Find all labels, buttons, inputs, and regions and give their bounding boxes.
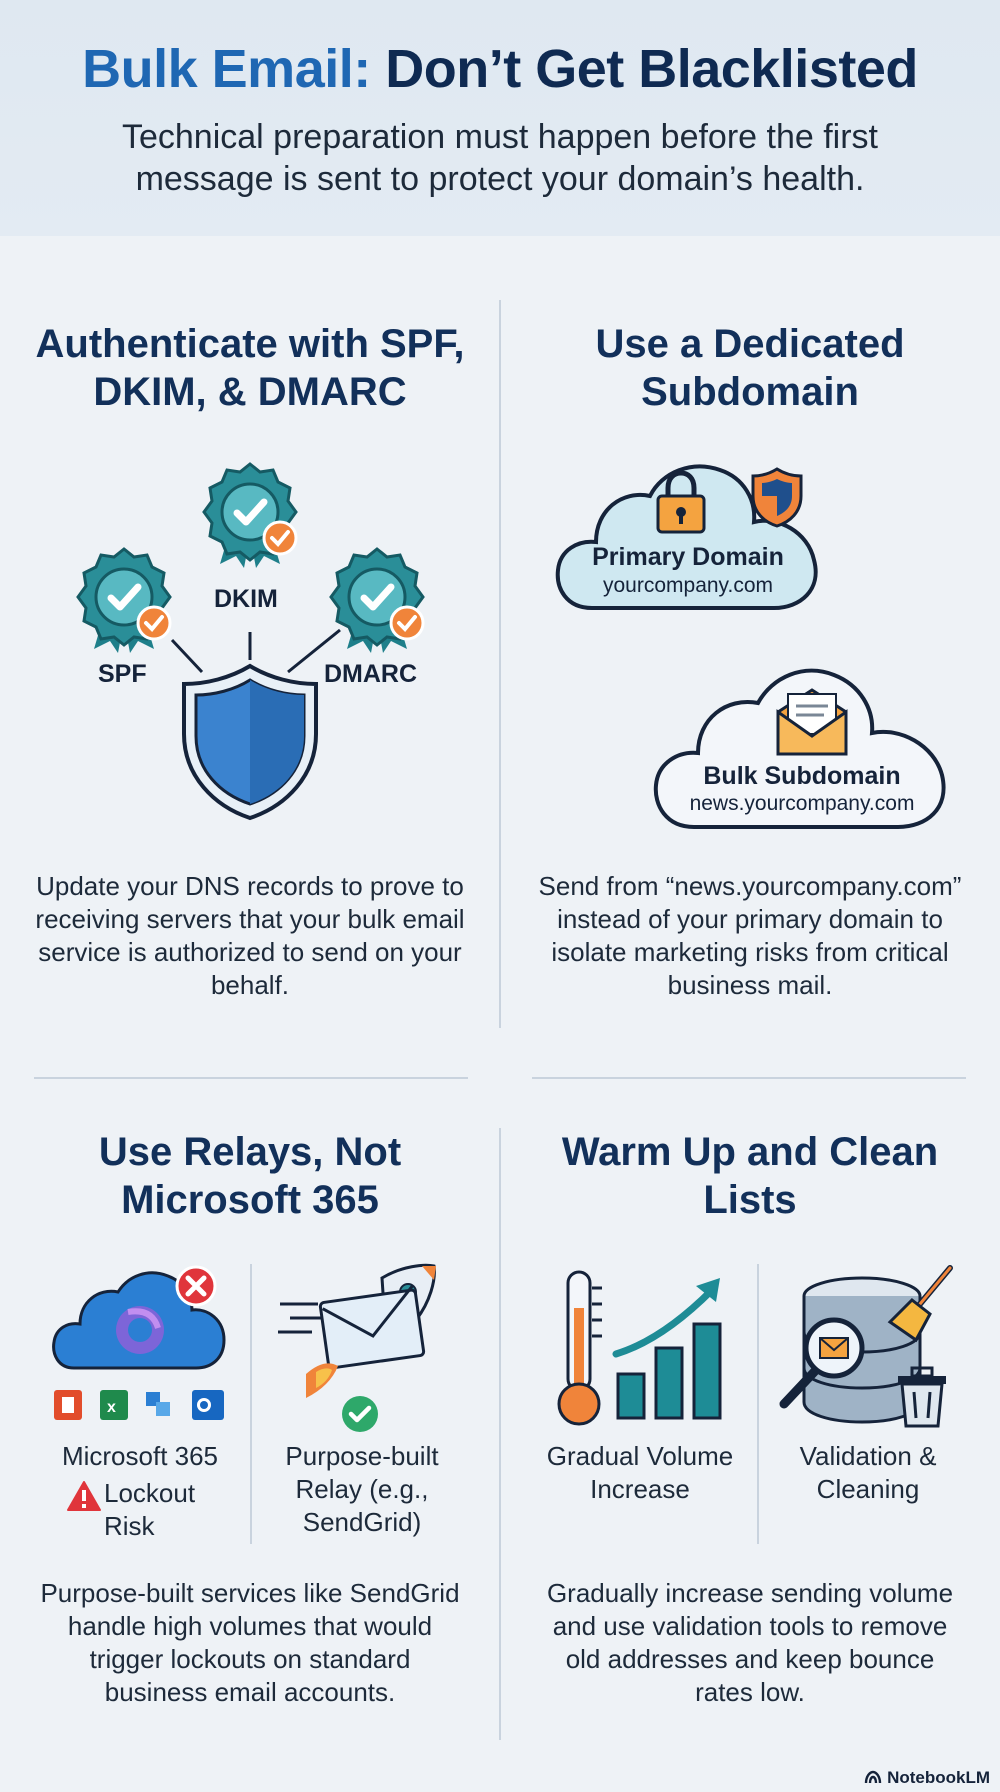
warning-icon — [67, 1481, 101, 1511]
divider-vertical-bottom — [499, 1128, 501, 1740]
section-warmup-title: Warm Up and Clean Lists — [561, 1130, 939, 1222]
connector-lines — [170, 628, 341, 674]
svg-text:x: x — [107, 1399, 116, 1416]
section-subdomain-title: Use a Dedicated Subdomain — [595, 322, 905, 414]
bar-chart-up-icon — [612, 1278, 722, 1420]
divider-warmup-sub — [757, 1264, 759, 1544]
padlock-icon — [656, 470, 706, 534]
header-banner: Bulk Email: Don’t Get Blacklisted Techni… — [0, 0, 1000, 236]
divider-relays-sub — [250, 1264, 252, 1544]
broom-icon — [887, 1265, 953, 1343]
thermometer-icon — [557, 1270, 602, 1426]
bulk-subdomain-url: news.yourcompany.com — [689, 792, 915, 815]
primary-domain-title: Primary Domain — [592, 543, 784, 571]
section-auth-title: Authenticate with SPF, DKIM, & DMARC — [35, 322, 465, 414]
lockout-risk-label: Lockout Risk — [104, 1478, 196, 1541]
title-accent: Bulk Email: — [82, 39, 371, 99]
primary-domain-url: yourcompany.com — [602, 574, 773, 597]
shield-badge-icon — [751, 467, 803, 528]
footer-brand: NotebookLM — [864, 1768, 990, 1788]
divider-horizontal-left — [34, 1077, 468, 1079]
badge-label-dmarc: DMARC — [324, 660, 418, 688]
section-relays-title: Use Relays, Not Microsoft 365 — [98, 1130, 402, 1222]
rosette-check-icon — [329, 547, 425, 653]
badge-label-spf: SPF — [98, 660, 147, 688]
cloud-lock-icon — [555, 464, 818, 610]
notebooklm-logo-icon — [865, 1770, 882, 1784]
divider-vertical-top — [499, 300, 501, 1028]
microsoft-365-label: Microsoft 365 — [61, 1441, 219, 1471]
database-search-icon — [779, 1276, 922, 1424]
section-warmup-body: Gradually increase sending volume and us… — [546, 1578, 954, 1707]
rosette-check-icon — [76, 547, 172, 653]
cleaning-label: Validation & Cleaning — [799, 1441, 937, 1504]
section-relays-body: Purpose-built services like SendGrid han… — [40, 1578, 460, 1707]
divider-horizontal-right — [532, 1077, 966, 1079]
check-circle-icon — [342, 1396, 378, 1432]
title-rest: Don’t Get Blacklisted — [385, 39, 918, 99]
trash-icon — [898, 1366, 946, 1428]
rocket-envelope-icon — [278, 1263, 436, 1398]
page-title: Bulk Email: Don’t Get Blacklisted — [0, 38, 1000, 100]
volume-label: Gradual Volume Increase — [546, 1441, 734, 1504]
office-apps-icon: x — [54, 1390, 224, 1420]
envelope-icon — [776, 688, 848, 756]
footer-brand-label: NotebookLM — [887, 1768, 990, 1787]
error-x-icon — [175, 1265, 217, 1307]
rosette-check-icon — [202, 462, 298, 568]
relay-label: Purpose-built Relay (e.g., SendGrid) — [285, 1441, 439, 1537]
page-subtitle: Technical preparation must happen before… — [121, 118, 878, 198]
shield-icon — [182, 663, 318, 821]
section-auth-body: Update your DNS records to prove to rece… — [35, 871, 465, 1000]
badge-label-dkim: DKIM — [214, 585, 278, 613]
section-subdomain-body: Send from “news.yourcompany.com” instead… — [538, 871, 962, 1000]
bulk-subdomain-title: Bulk Subdomain — [703, 762, 901, 790]
